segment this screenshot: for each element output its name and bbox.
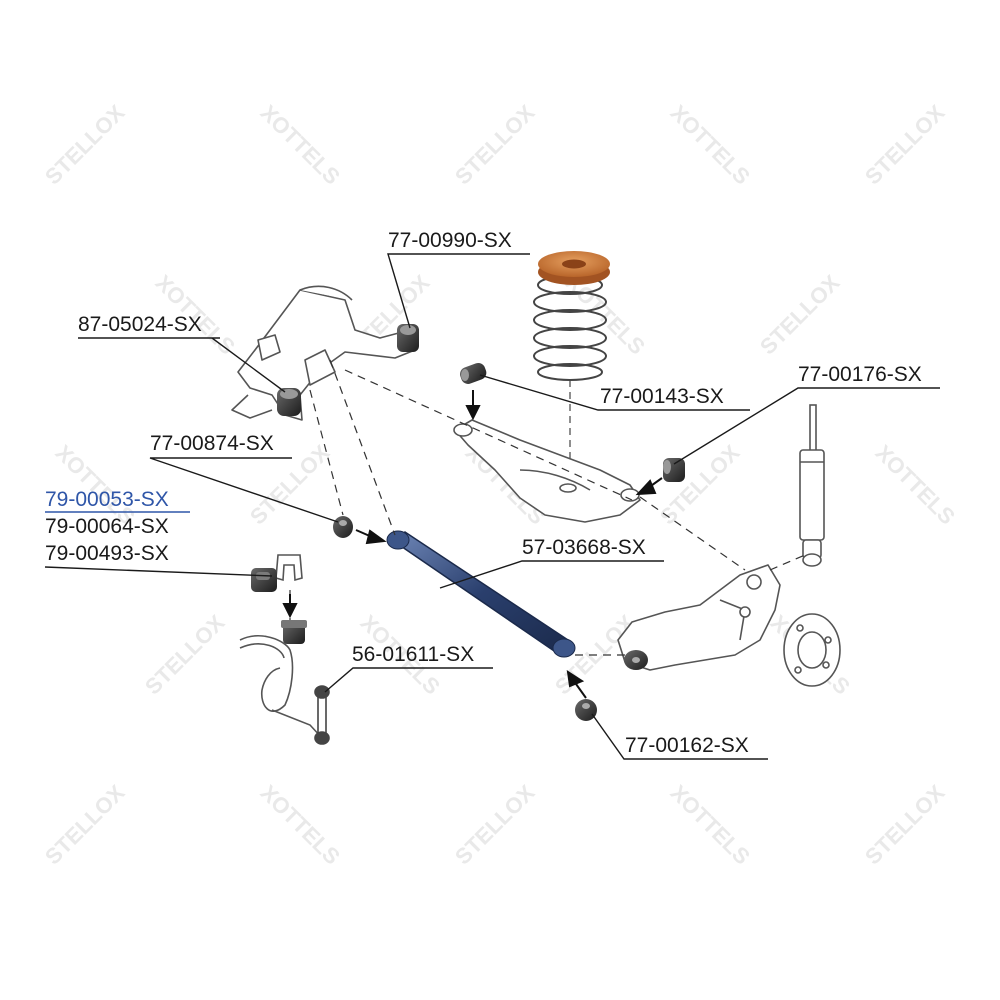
- watermark-text: STELLOX: [755, 270, 845, 360]
- watermark-text: XOTTELS: [256, 100, 345, 189]
- wheel-knuckle: [617, 564, 781, 671]
- stabilizer-bushing-79-00053: [251, 568, 277, 592]
- watermark-text: STELLOX: [860, 780, 950, 870]
- watermark-text: XOTTELS: [666, 780, 755, 869]
- arm-bushing-77-00176: [663, 458, 685, 482]
- watermark-text: XOTTELS: [666, 100, 755, 189]
- watermark-text: XOTTELS: [256, 780, 345, 869]
- label-56-01611-SX: 56-01611-SX: [352, 643, 474, 666]
- watermark-text: STELLOX: [450, 780, 540, 870]
- subframe-bushing-lower: [277, 388, 301, 416]
- spring-pad: [538, 251, 610, 285]
- stabilizer-bracket: [275, 554, 303, 582]
- label-77-00176-SX: 77-00176-SX: [798, 363, 922, 386]
- watermark-text: STELLOX: [140, 610, 230, 700]
- watermark-text: STELLOX: [450, 100, 540, 190]
- stabilizer-bar: [239, 635, 323, 739]
- control-arm-bushing-77-00162: [575, 699, 597, 721]
- stabilizer-link: [314, 685, 330, 745]
- label-77-00162-SX: 77-00162-SX: [625, 734, 749, 757]
- label-79-00064-SX: 79-00064-SX: [45, 515, 169, 538]
- label-79-00053-SX: 79-00053-SX: [45, 488, 169, 511]
- watermark-text: XOTTELS: [871, 440, 960, 529]
- wheel-hub: [783, 613, 841, 687]
- assembly-arrows: [282, 390, 663, 699]
- knuckle-bushing: [624, 650, 648, 670]
- control-arm: [386, 530, 576, 658]
- label-77-00874-SX: 77-00874-SX: [150, 432, 274, 455]
- label-leader-lines: [44, 253, 940, 760]
- label-79-00493-SX: 79-00493-SX: [45, 542, 169, 565]
- subframe-bushing-upper: [397, 324, 419, 352]
- label-77-00990-SX: 77-00990-SX: [388, 229, 512, 252]
- watermark-text: STELLOX: [655, 440, 745, 530]
- watermark-text: STELLOX: [860, 100, 950, 190]
- lower-spring-arm: [453, 419, 641, 523]
- shock-absorber: [799, 404, 825, 567]
- label-77-00143-SX: 77-00143-SX: [600, 385, 724, 408]
- arm-bushing-77-00143: [460, 363, 487, 384]
- stabilizer-bushing-mounted: [281, 620, 307, 644]
- label-57-03668-SX: 57-03668-SX: [522, 536, 646, 559]
- assembly-dashed-lines: [289, 359, 806, 656]
- label-87-05024-SX: 87-05024-SX: [78, 313, 202, 336]
- rear-subframe: [231, 285, 416, 421]
- watermark-text: STELLOX: [40, 780, 130, 870]
- control-arm-bushing-77-00874: [333, 516, 353, 538]
- watermark-text: STELLOX: [40, 100, 130, 190]
